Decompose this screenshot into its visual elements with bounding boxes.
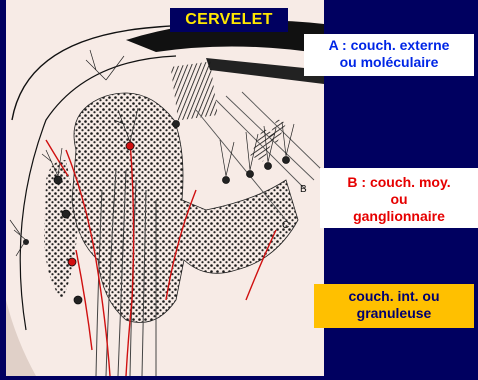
label-c-line-2: granuleuse (314, 305, 474, 322)
figure-letter-c: C (282, 220, 289, 231)
label-molecular-layer: A : couch. externe ou moléculaire (304, 34, 474, 76)
label-b-line-2: ou (320, 191, 478, 208)
label-a-line-2: ou moléculaire (304, 54, 474, 71)
figure-letter-b: B (300, 184, 307, 195)
cerebellum-histology-illustration: B C (6, 0, 324, 376)
label-c-line-1: couch. int. ou (314, 288, 474, 305)
neuron-left (23, 239, 29, 245)
label-b-line-1: B : couch. moy. (320, 174, 478, 191)
label-a-line-1: A : couch. externe (304, 37, 474, 54)
slide-title: CERVELET (170, 8, 288, 32)
label-granular-layer: couch. int. ou granuleuse (314, 284, 474, 328)
label-ganglionic-layer: B : couch. moy. ou ganglionnaire (320, 168, 478, 228)
hatched-fibers-1 (171, 61, 218, 120)
label-b-line-3: ganglionnaire (320, 208, 478, 225)
